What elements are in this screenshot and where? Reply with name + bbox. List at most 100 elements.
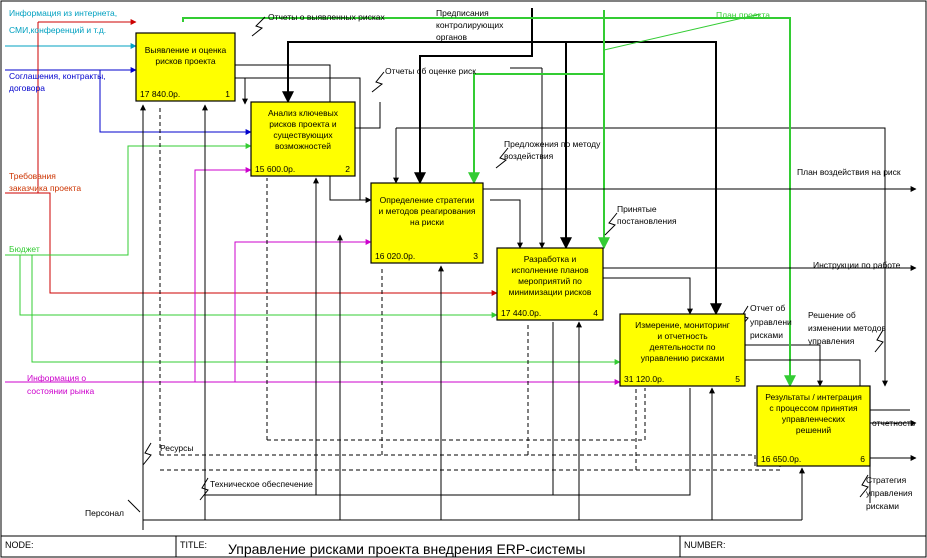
activity-box-cost: 17 440.0р.	[501, 308, 541, 318]
label-personnel: Персонал	[85, 508, 124, 518]
activity-box-title-line: и методов реагирования	[379, 206, 476, 216]
activity-box-title-line: Разработка и	[524, 254, 577, 264]
label-prescriptions-3: органов	[436, 32, 468, 42]
activity-box-rect	[135, 32, 236, 102]
activity-box-title-line: исполнение планов	[511, 265, 589, 275]
label-resolutions-2: постановления	[617, 216, 677, 226]
mechanism-arrows	[140, 104, 805, 530]
activity-box-rect	[756, 385, 871, 467]
label-resolutions-1: Принятые	[617, 204, 657, 214]
activity-box-title-line: деятельности по	[650, 342, 716, 352]
activity-box-rect	[619, 313, 746, 387]
label-out-strategy-1: Стратегия	[866, 475, 907, 485]
squiggle	[495, 147, 509, 169]
label-out-instructions: Инструкции по работе	[813, 260, 901, 270]
squiggle	[859, 474, 869, 498]
label-market-1: Информация о	[27, 373, 86, 383]
label-out-report-3: рисками	[750, 330, 783, 340]
activity-box-number: 2	[345, 164, 350, 174]
squiggle	[251, 16, 266, 37]
footer-title-label: TITLE:	[180, 540, 207, 550]
activity-box-title-line: Выявление и оценка	[145, 45, 227, 55]
control-arrows	[182, 8, 888, 388]
label-prescriptions-2: контролирующих	[436, 20, 504, 30]
label-out-decision-2: изменении методов	[808, 323, 887, 333]
activity-box-title-line: Измерение, мониторинг	[635, 320, 730, 330]
label-requirements-1: Требования	[9, 171, 56, 181]
label-risk-reports: Отчеты о выявленных рисках	[268, 12, 386, 22]
label-out-decision-3: управления	[808, 336, 855, 346]
activity-box-title-line: мероприятий по	[518, 276, 582, 286]
label-proposals-2: воздействия	[504, 151, 554, 161]
label-agreements-1: Соглашения, контракты,	[9, 71, 106, 81]
arrow-labels: Информация из интернета, СМИ,конференций…	[9, 8, 916, 518]
activity-box-rect	[496, 247, 604, 321]
label-agreements-2: договора	[9, 83, 45, 93]
activity-box-title-line: на риски	[410, 217, 444, 227]
squiggle	[604, 212, 618, 236]
squiggle	[874, 329, 884, 353]
arrow-budget-b2	[5, 143, 252, 256]
activity-box-title-line: возможностей	[275, 141, 331, 151]
squiggle	[371, 71, 385, 93]
activity-box-cost: 16 020.0р.	[375, 251, 415, 261]
output-arrows	[483, 186, 917, 503]
activity-box-title-line: минимизации рисков	[509, 287, 592, 297]
label-out-plan: План воздействия на риск	[797, 167, 901, 177]
label-info-internet-2: СМИ,конференций и т.д.	[9, 25, 106, 35]
squiggle	[127, 499, 141, 513]
activity-box-number: 6	[860, 454, 865, 464]
label-out-reporting: отчетность	[872, 418, 916, 428]
label-market-2: состоянии рынка	[27, 386, 94, 396]
activity-box-title-line: рисков проекта и	[269, 119, 337, 129]
footer-bar: NODE: TITLE: Управление рисками проекта …	[1, 535, 926, 557]
label-out-report-1: Отчет об	[750, 303, 785, 313]
input-arrows	[5, 19, 621, 385]
activity-box-title-line: управлению рисками	[641, 353, 725, 363]
label-out-strategy-3: рисками	[866, 501, 899, 511]
label-out-strategy-2: управления	[866, 488, 913, 498]
activity-box-rect	[370, 182, 484, 264]
activity-box-title-line: Определение стратегии	[380, 195, 475, 205]
label-budget: Бюджет	[9, 244, 40, 254]
arrow-budget-b5	[20, 254, 621, 365]
label-out-report-2: управлени	[750, 317, 792, 327]
activity-box-cost: 15 600.0р.	[255, 164, 295, 174]
activity-box-cost: 31 120.0р.	[624, 374, 664, 384]
activity-box-number: 1	[225, 89, 230, 99]
label-requirements-2: заказчика проекта	[9, 183, 81, 193]
label-resources: Ресурсы	[160, 443, 194, 453]
label-assessment-reports: Отчеты об оценке риск	[385, 66, 476, 76]
label-proposals-1: Предложения по методу	[504, 139, 601, 149]
footer-number-label: NUMBER:	[684, 540, 726, 550]
activity-box-title-line: существующих	[273, 130, 333, 140]
activity-box-rect	[250, 101, 356, 177]
label-tech-support: Техническое обеспечение	[210, 479, 313, 489]
activity-box-cost: 16 650.0р.	[761, 454, 801, 464]
footer-title: Управление рисками проекта внедрения ERP…	[228, 541, 585, 557]
label-project-plan: План проекта	[716, 10, 770, 20]
label-prescriptions-1: Предписания	[436, 8, 489, 18]
arrow-req-b4	[5, 192, 498, 296]
activity-box-title-line: Анализ ключевых	[268, 108, 339, 118]
footer-node-label: NODE:	[5, 540, 34, 550]
squiggle	[142, 442, 152, 466]
arrow-market-b2	[194, 167, 252, 382]
label-out-decision-1: Решение об	[808, 310, 856, 320]
activity-box-title-line: управленческих	[782, 414, 846, 424]
label-info-internet-1: Информация из интернета,	[9, 8, 117, 18]
activity-box-title-line: Результаты / интеграция	[765, 392, 862, 402]
arrow-agreements-b2	[99, 70, 252, 135]
activity-box-title-line: решений	[796, 425, 831, 435]
activity-box-title-line: рисков проекта	[155, 56, 216, 66]
